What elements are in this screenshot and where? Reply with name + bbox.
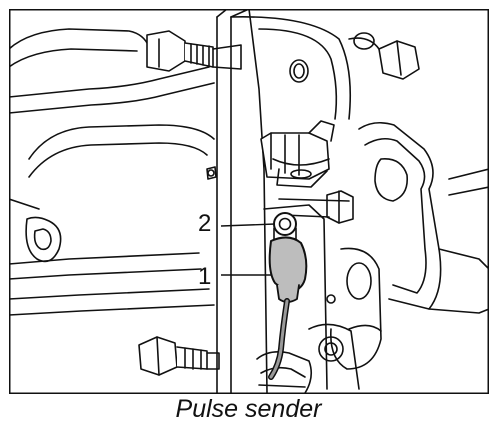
- engine-line-drawing: [9, 9, 489, 394]
- callout-1-label: 1: [198, 263, 212, 290]
- figure-caption: Pulse sender: [175, 395, 322, 423]
- callout-2-label: 2: [198, 210, 212, 237]
- callout-2-leader: [220, 223, 276, 227]
